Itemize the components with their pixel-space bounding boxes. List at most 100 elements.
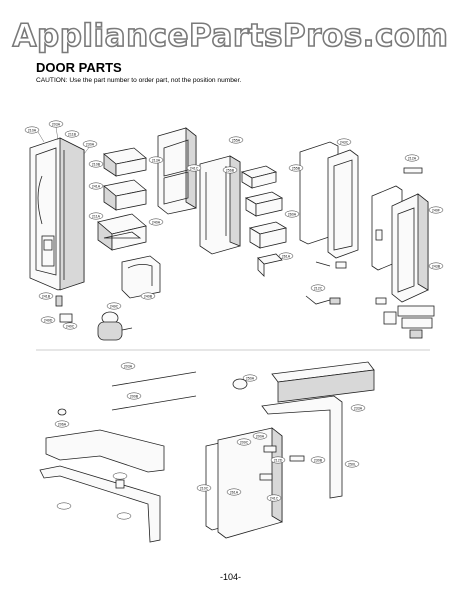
callout-bubble: 230B — [310, 456, 326, 464]
callout-bubble: 241C — [186, 164, 202, 172]
callout-bubble: 210A — [24, 126, 45, 143]
svg-text:243B: 243B — [432, 264, 441, 268]
svg-text:240C: 240C — [66, 324, 75, 328]
callout-bubble: 209C — [236, 438, 252, 446]
callout-bubble: 212C — [310, 284, 326, 292]
callout-bubble: 240A — [148, 218, 164, 226]
svg-text:211A: 211A — [92, 214, 101, 218]
callout-bubble: 213A — [148, 156, 164, 164]
svg-text:200A: 200A — [256, 434, 265, 438]
svg-text:256B: 256B — [226, 168, 235, 172]
site-watermark: AppliancePartsPros.com — [12, 17, 449, 55]
svg-text:261A: 261A — [282, 254, 291, 258]
svg-text:261A: 261A — [230, 490, 239, 494]
callout-bubble: 233A — [350, 404, 366, 412]
callout-bubble: 240B — [140, 292, 156, 300]
svg-text:212D: 212D — [274, 458, 283, 462]
door-bin-icon — [244, 191, 284, 217]
callout-bubble — [116, 512, 132, 520]
callout-bubble: 249D — [40, 316, 56, 324]
svg-text:250L: 250L — [348, 462, 356, 466]
callout-bubble: 250A — [242, 374, 258, 382]
callout-bubble: 210B — [88, 160, 104, 168]
callout-bubble: 210C — [196, 484, 212, 492]
svg-text:233A: 233A — [354, 406, 363, 410]
svg-text:203A: 203A — [124, 364, 133, 368]
svg-text:230A: 230A — [86, 142, 95, 146]
door-bin-icon — [103, 179, 147, 211]
svg-text:250A: 250A — [246, 376, 255, 380]
callout-bubble: 241C — [266, 494, 282, 502]
svg-text:212A: 212A — [408, 156, 417, 160]
door-bin-icon — [248, 221, 288, 277]
svg-text:240A: 240A — [152, 220, 161, 224]
callout-bubble: 255B — [288, 164, 304, 172]
callout-bubble: 249F — [428, 206, 444, 214]
page-number: -104- — [219, 572, 241, 582]
callout-bubble: 241A — [88, 182, 104, 190]
section-title: DOOR PARTS — [36, 60, 122, 75]
callout-bubble: 250L — [344, 460, 360, 468]
callout-bubble: 212A — [404, 154, 420, 162]
door-bin-icon — [103, 147, 147, 177]
svg-text:249F: 249F — [432, 208, 441, 212]
callout-bubble: 241B — [38, 292, 54, 300]
callout-bubble: 230A — [82, 140, 98, 155]
svg-text:211B: 211B — [68, 132, 77, 136]
svg-text:243C: 243C — [340, 140, 349, 144]
callout-bubble: 249C — [106, 302, 122, 310]
callout-bubble: 203A — [120, 362, 136, 370]
callout-bubble: 212D — [270, 456, 286, 464]
callout-bubble: 243B — [428, 262, 444, 270]
callout-bubble: 203A — [48, 120, 64, 141]
door-bin-icon — [97, 213, 147, 251]
callout-bubble: 240C — [62, 322, 78, 330]
svg-text:213A: 213A — [152, 158, 161, 162]
svg-text:203A: 203A — [52, 122, 61, 126]
callout-bubble: 255A — [228, 136, 244, 144]
callout-labels: 210A 203A 211B 230A 210B 241A 211A 240A … — [24, 120, 444, 520]
svg-text:241C: 241C — [270, 496, 279, 500]
svg-text:249D: 249D — [44, 318, 53, 322]
svg-text:230B: 230B — [314, 458, 323, 462]
callout-bubble: 200B — [126, 392, 142, 400]
hinge-icon — [55, 295, 133, 341]
caution-note: CAUTION: Use the part number to order pa… — [36, 77, 242, 84]
hinge-icon — [305, 295, 435, 339]
door-frame-icon — [157, 127, 241, 255]
svg-text:241A: 241A — [92, 184, 101, 188]
callout-bubble: 206A — [54, 420, 70, 428]
callout-bubble: 261A — [278, 252, 294, 260]
callout-bubble: 200A — [252, 432, 268, 440]
svg-text:255A: 255A — [232, 138, 241, 142]
svg-text:255B: 255B — [292, 166, 301, 170]
dispenser-cover-icon — [121, 255, 161, 299]
gasket-icon — [299, 141, 359, 259]
callout-bubble: 211A — [88, 212, 104, 220]
svg-text:210A: 210A — [28, 128, 37, 132]
callout-bubble: 243C — [336, 138, 352, 146]
svg-text:241C: 241C — [190, 166, 199, 170]
drawer-front-icon — [205, 427, 305, 539]
svg-text:200B: 200B — [130, 394, 139, 398]
svg-text:212C: 212C — [314, 286, 323, 290]
svg-text:249C: 249C — [110, 304, 119, 308]
callout-bubble — [112, 472, 128, 480]
callout-bubble: 211B — [64, 130, 80, 138]
svg-text:210B: 210B — [92, 162, 101, 166]
svg-text:240B: 240B — [144, 294, 153, 298]
callout-bubble: 256B — [222, 166, 238, 174]
svg-text:241B: 241B — [42, 294, 51, 298]
drawer-rail-icon — [39, 361, 375, 543]
callout-bubble — [56, 502, 72, 510]
svg-text:209C: 209C — [240, 440, 249, 444]
callout-bubble: 260A — [284, 210, 300, 218]
fridge-door-left-icon — [29, 137, 85, 291]
svg-text:260A: 260A — [288, 212, 297, 216]
svg-text:206A: 206A — [58, 422, 67, 426]
svg-text:210C: 210C — [200, 486, 209, 490]
callout-bubble: 261A — [226, 488, 242, 496]
door-panel-right-icon — [315, 167, 429, 303]
door-bin-icon — [240, 165, 278, 189]
